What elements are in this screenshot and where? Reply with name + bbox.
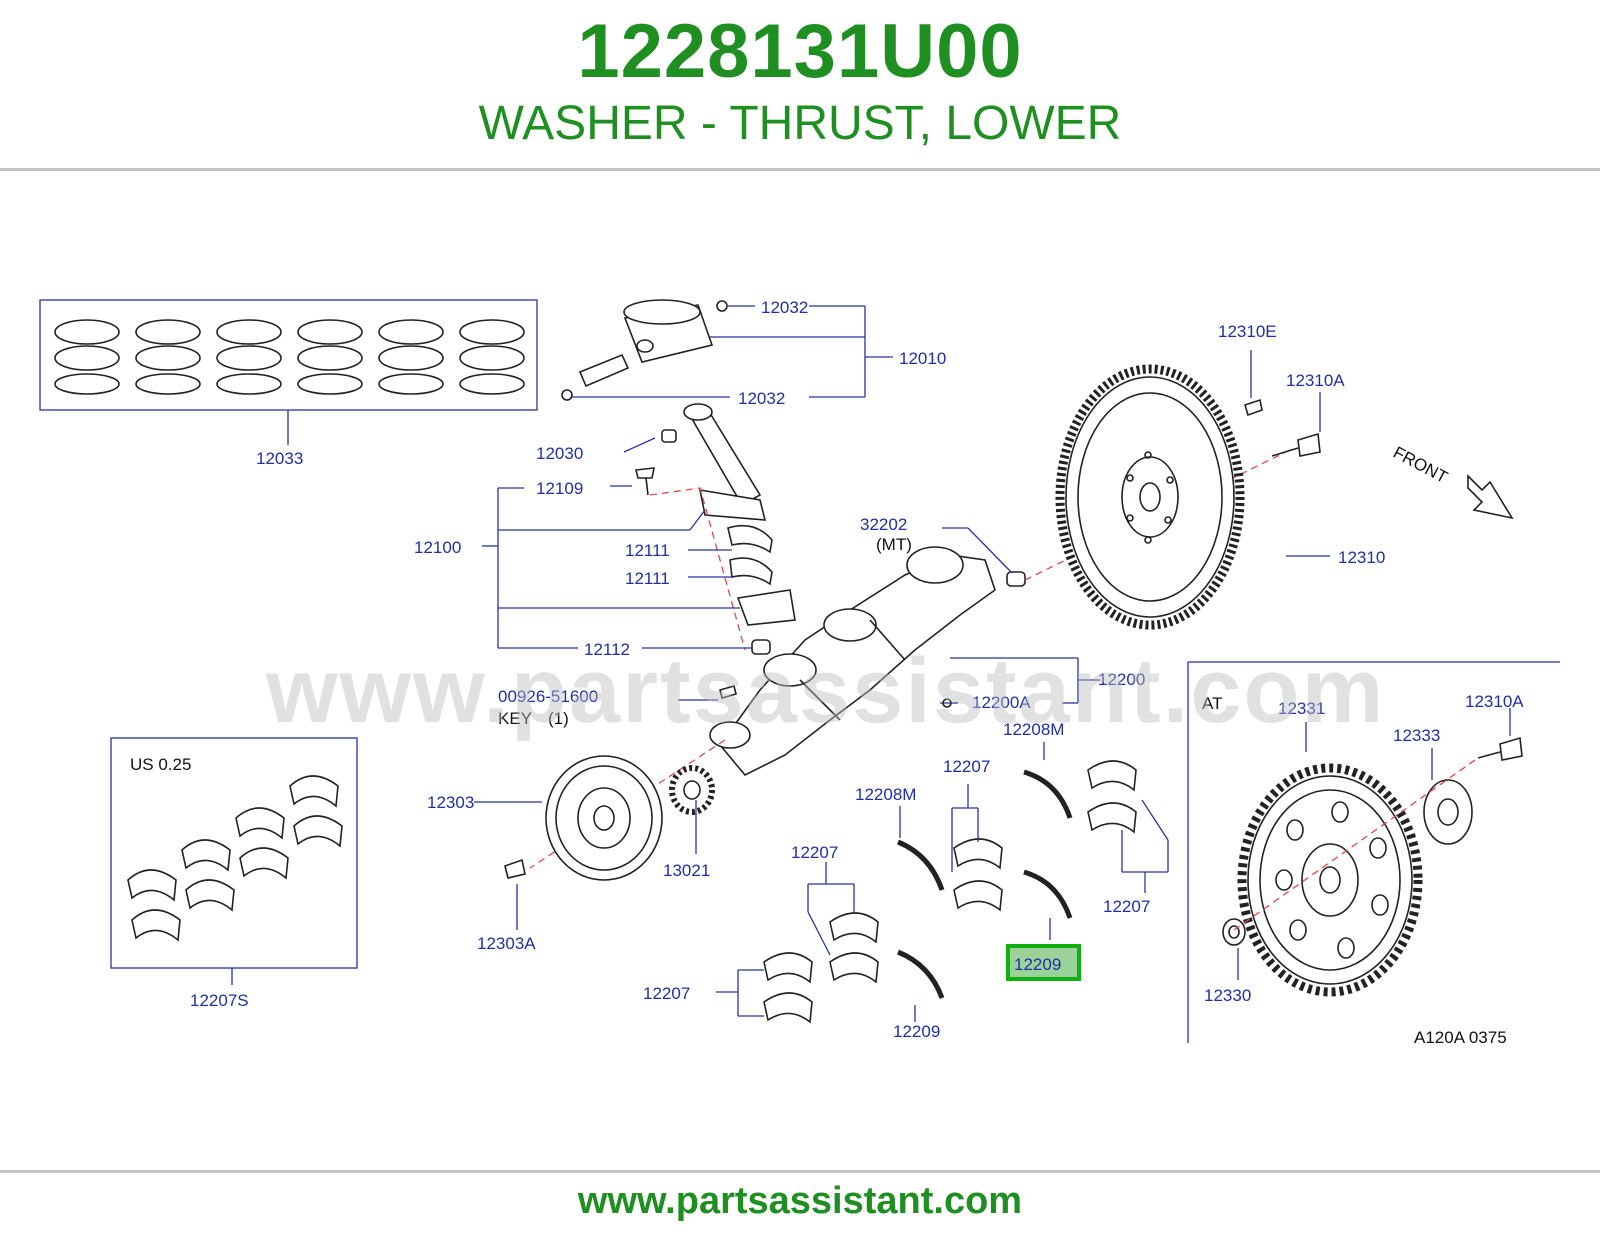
label-12010[interactable]: 12010	[899, 349, 946, 368]
label-12111-upper[interactable]: 12111	[625, 541, 670, 560]
label-12310A-at[interactable]: 12310A	[1465, 692, 1524, 711]
label-12030[interactable]: 12030	[536, 444, 583, 463]
label-us-size: US 0.25	[130, 755, 191, 774]
label-13021[interactable]: 13021	[663, 861, 710, 880]
reference-code: A120A 0375	[1414, 1028, 1507, 1047]
label-12330[interactable]: 12330	[1204, 986, 1251, 1005]
page-header: 1228131U00 WASHER - THRUST, LOWER	[0, 0, 1600, 170]
label-12032-bottom[interactable]: 12032	[738, 389, 785, 408]
footer-divider	[0, 1170, 1600, 1173]
label-12310E[interactable]: 12310E	[1218, 322, 1277, 341]
highlighted-part-12209[interactable]: 12209	[1006, 944, 1081, 981]
crank-sprocket-icon[interactable]	[669, 765, 715, 815]
label-12310A[interactable]: 12310A	[1286, 371, 1345, 390]
piston-rings-group[interactable]	[39, 299, 538, 445]
label-12112[interactable]: 12112	[584, 640, 630, 659]
label-12032-top[interactable]: 12032	[761, 298, 808, 317]
label-12333[interactable]: 12333	[1393, 726, 1440, 745]
connecting-rod-icon[interactable]	[635, 403, 796, 655]
header-divider	[0, 168, 1600, 171]
label-00926-51600[interactable]: 00926-51600	[498, 687, 598, 706]
label-12209-highlight[interactable]: 12209	[1014, 955, 1061, 974]
label-12310[interactable]: 12310	[1338, 548, 1385, 567]
thrust-washers-group[interactable]	[897, 769, 1073, 999]
label-key: KEY	[498, 709, 532, 728]
label-at: AT	[1202, 694, 1222, 713]
footer-url-link[interactable]: www.partsassistant.com	[577, 1180, 1023, 1222]
label-12200[interactable]: 12200	[1098, 670, 1145, 689]
drive-plate-icon[interactable]	[1222, 736, 1523, 997]
label-12303[interactable]: 12303	[427, 793, 474, 812]
label-32202[interactable]: 32202	[860, 515, 907, 534]
label-12111-lower[interactable]: 12111	[625, 569, 670, 588]
label-12200A[interactable]: 12200A	[972, 693, 1031, 712]
main-bearings-group[interactable]	[763, 760, 1137, 1024]
label-12209-lower[interactable]: 12209	[893, 1022, 940, 1041]
watermark: www.partsassistant.com	[265, 640, 1385, 742]
crankshaft-icon[interactable]	[709, 546, 1026, 776]
label-12207-right[interactable]: 12207	[1103, 897, 1150, 916]
label-12331[interactable]: 12331	[1278, 699, 1325, 718]
label-12207-mid[interactable]: 12207	[943, 757, 990, 776]
piston-icon[interactable]	[561, 299, 728, 401]
label-12207S[interactable]: 12207S	[190, 991, 249, 1010]
label-front: FRONT	[1390, 443, 1451, 487]
label-12109[interactable]: 12109	[536, 479, 583, 498]
label-key-qty: (1)	[548, 709, 569, 728]
part-number: 1228131U00	[577, 9, 1023, 94]
part-title: WASHER - THRUST, LOWER	[478, 97, 1122, 150]
label-12100[interactable]: 12100	[414, 538, 461, 557]
label-12033[interactable]: 12033	[256, 449, 303, 468]
label-32202-note: (MT)	[876, 535, 912, 554]
label-12208M-left[interactable]: 12208M	[855, 785, 916, 804]
label-12208M-right[interactable]: 12208M	[1003, 720, 1064, 739]
label-12303A[interactable]: 12303A	[477, 934, 536, 953]
flywheel-icon[interactable]	[1055, 364, 1321, 630]
label-12207-lower-left[interactable]: 12207	[643, 984, 690, 1003]
front-arrow-icon	[1467, 474, 1514, 520]
undersize-bearing-set[interactable]	[110, 737, 358, 985]
label-12207-upper-left[interactable]: 12207	[791, 843, 838, 862]
crank-pulley-icon[interactable]	[504, 755, 663, 881]
